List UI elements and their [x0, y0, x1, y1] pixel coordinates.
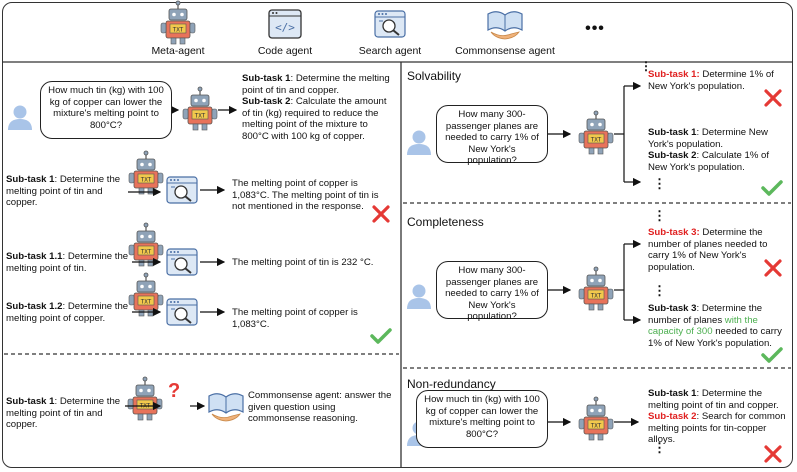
robot-icon — [127, 376, 163, 421]
subtask-1-1-text: Sub-task 1.1: Determine the melting poin… — [6, 251, 129, 274]
question-mark: ? — [168, 380, 181, 402]
question-bubble: How many 300-passenger planes are needed… — [436, 105, 548, 166]
search-window-icon — [166, 298, 198, 326]
robot-icon — [578, 396, 614, 441]
search-window-icon — [374, 10, 406, 38]
search-result-copper: The melting point of copper is 1,083°C. — [232, 307, 358, 330]
section-title-nonredundancy: Non-redundancy — [407, 377, 496, 391]
cross-icon — [764, 445, 782, 463]
cross-icon — [764, 89, 782, 107]
open-book-icon — [487, 11, 523, 40]
section-title-solvability: Solvability — [407, 69, 462, 83]
svg-text:</>: </> — [275, 21, 295, 34]
question-bubble: How many 300-passenger planes are needed… — [436, 261, 548, 322]
decomposition-text: Sub-task 1: Determine the melting point … — [242, 73, 390, 142]
robot-icon — [160, 0, 196, 45]
subtask-1-2-text: Sub-task 1.2: Determine the melting poin… — [6, 301, 129, 324]
question-bubble: How much tin (kg) with 100 kg of copper … — [40, 81, 172, 139]
robot-icon — [182, 86, 218, 131]
bad-decomposition: ⋮ Sub-task 1: Determine 1% of New York's… — [640, 59, 774, 92]
user-icon — [407, 130, 431, 155]
search-result-fail: The melting point of copper is 1,083°C. … — [232, 178, 379, 213]
more-agents-ellipsis: ••• — [585, 20, 605, 37]
code-window-icon: </> — [268, 9, 302, 39]
check-icon — [370, 328, 392, 344]
search-window-icon — [166, 176, 198, 204]
robot-icon — [578, 266, 614, 311]
agent-label-commonsense: Commonsense agent — [455, 45, 555, 57]
agent-label-code: Code agent — [257, 45, 313, 57]
robot-icon — [578, 110, 614, 155]
good-decomposition: Sub-task 3: Determine the number of plan… — [648, 303, 782, 349]
section-title-completeness: Completeness — [407, 215, 484, 229]
user-icon — [407, 284, 431, 309]
agent-label-search: Search agent — [358, 45, 422, 57]
search-window-icon — [166, 248, 198, 276]
check-icon — [761, 347, 783, 363]
commonsense-result: Commonsense agent: answer the given ques… — [248, 390, 392, 425]
check-icon — [761, 180, 783, 196]
good-decomposition: Sub-task 1: Determine New York's populat… — [648, 127, 770, 173]
figure-frame — [2, 2, 793, 468]
search-result-tin: The melting point of tin is 232 °C. — [232, 257, 374, 268]
ellipsis-icon: ⋮ — [653, 283, 666, 298]
question-bubble: How much tin (kg) with 100 kg of copper … — [416, 390, 548, 448]
agent-label-meta: Meta-agent — [151, 45, 205, 57]
robot-icon — [128, 222, 164, 267]
robot-icon — [128, 272, 164, 317]
ellipsis-icon: ⋮ — [653, 208, 666, 223]
user-icon — [8, 105, 32, 130]
ellipsis-icon: ⋮ — [653, 440, 666, 455]
commonsense-subtask-text: Sub-task 1: Determine the melting point … — [6, 396, 121, 431]
ellipsis-icon: ⋮ — [653, 176, 666, 191]
subtask-1-text: Sub-task 1: Determine the melting point … — [6, 174, 121, 209]
robot-icon — [128, 150, 164, 195]
open-book-icon — [208, 393, 244, 422]
redundant-decomposition: Sub-task 1: Determine the melting point … — [648, 388, 786, 446]
bad-decomposition: Sub-task 3: Determine the number of plan… — [648, 227, 768, 273]
